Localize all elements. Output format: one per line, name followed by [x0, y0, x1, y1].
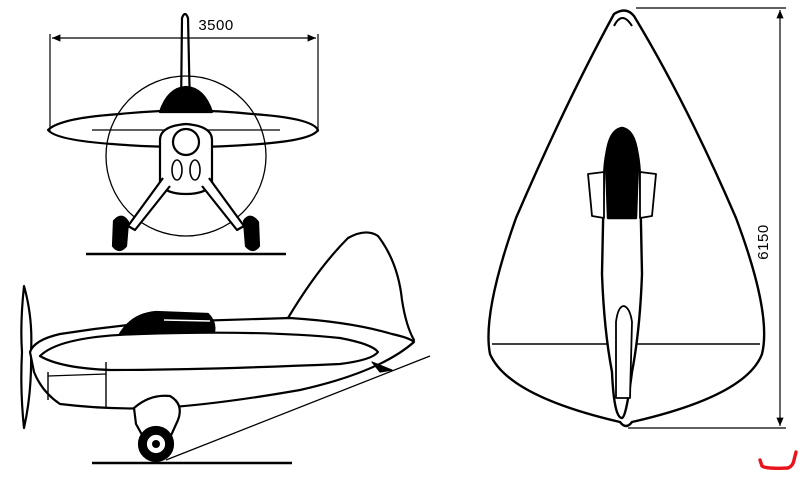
wheel-icon — [242, 215, 261, 252]
top-view: 6150 — [487, 7, 786, 429]
propeller-icon — [20, 284, 33, 430]
propeller-disk — [105, 75, 267, 237]
canopy-icon — [604, 126, 640, 220]
gear-strut-right — [201, 177, 246, 232]
gear-strut-left — [126, 177, 171, 232]
canopy-icon — [158, 85, 214, 114]
tip-back-line — [165, 355, 431, 461]
wheel-icon — [111, 215, 130, 252]
corner-mark-icon — [758, 450, 798, 470]
canopy-icon — [118, 310, 216, 336]
side-view — [20, 231, 431, 465]
wing-profile — [38, 331, 380, 372]
length-label: 6150 — [755, 224, 772, 259]
length-dimension — [628, 7, 786, 429]
vertical-fin — [179, 12, 192, 112]
wing-front — [46, 109, 320, 149]
front-view: 3500 — [46, 12, 320, 256]
wingspan-dimension — [49, 34, 319, 132]
spinner — [171, 127, 201, 157]
tail-fin-top — [615, 305, 633, 399]
wingspan-label: 3500 — [198, 17, 233, 34]
